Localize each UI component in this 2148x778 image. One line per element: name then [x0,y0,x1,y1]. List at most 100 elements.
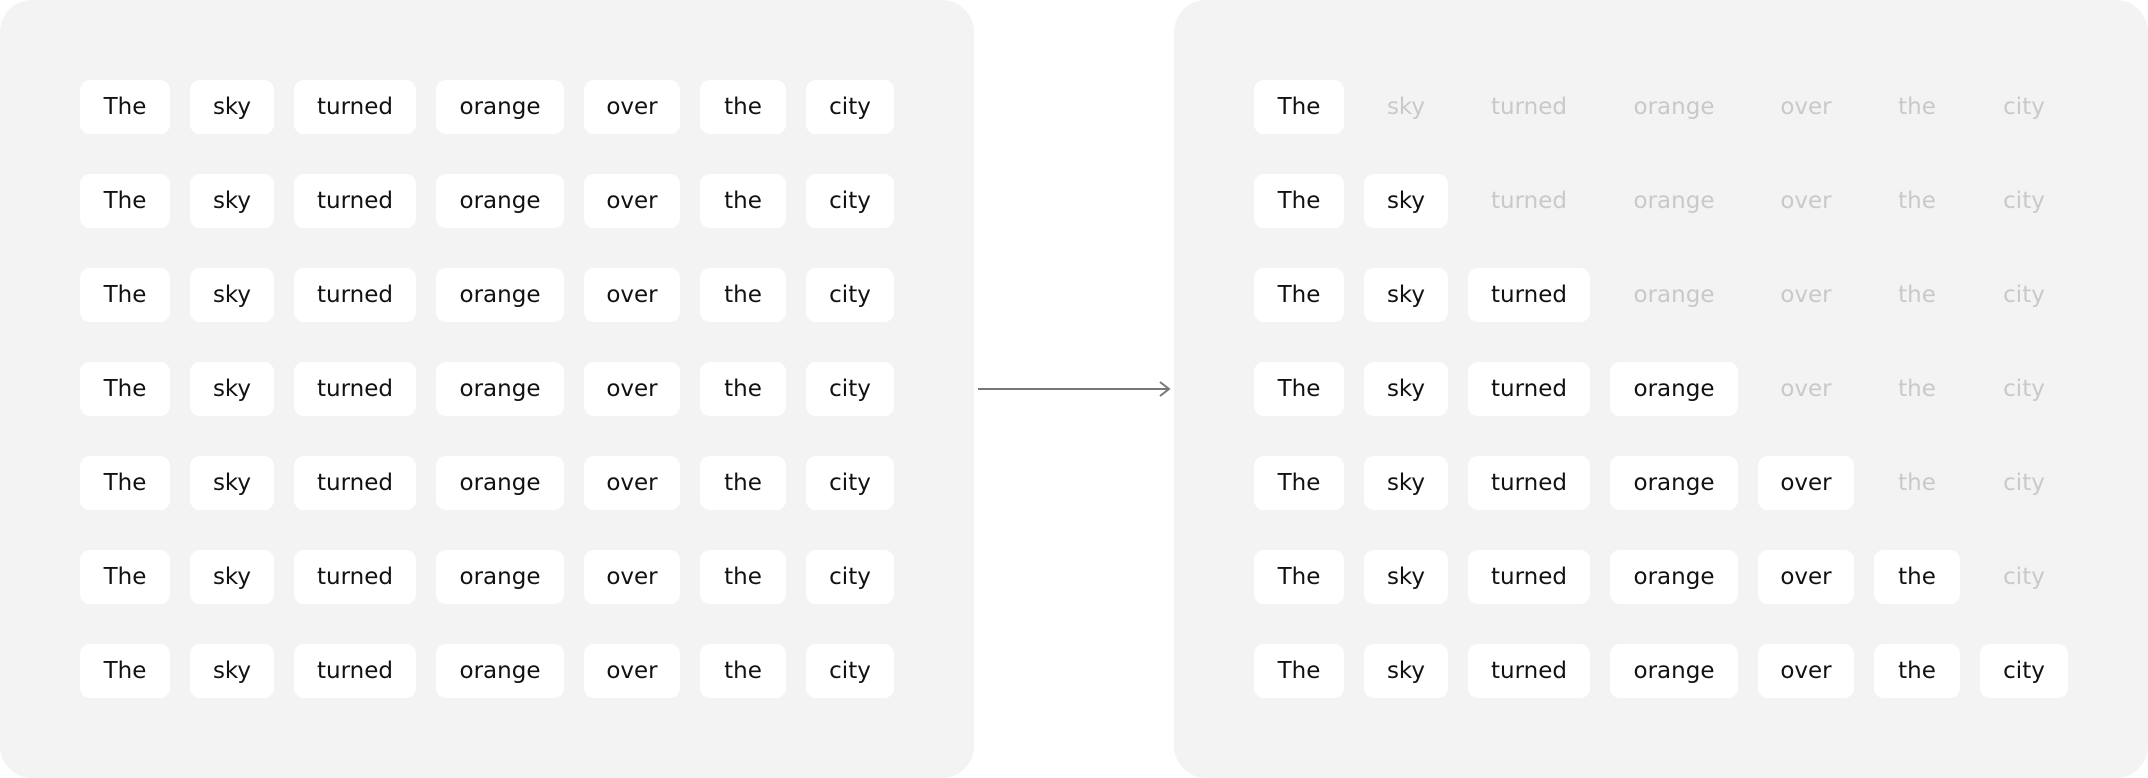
word-token: sky [1364,644,1448,698]
masked-word-token: city [2003,282,2045,308]
word-token: sky [190,80,274,134]
arrow-right-icon [978,381,1171,397]
masked-word-token: city [2003,564,2045,590]
word-token: The [1254,80,1344,134]
word-token: the [700,456,786,510]
word-token: over [584,80,680,134]
word-token: The [80,268,170,322]
word-token: turned [294,456,416,510]
word-token: over [584,174,680,228]
word-token: over [1758,456,1854,510]
word-token: turned [294,362,416,416]
word-token: over [584,644,680,698]
word-token: turned [1468,362,1590,416]
word-token: city [806,362,894,416]
word-token: the [700,268,786,322]
word-token: sky [1364,174,1448,228]
word-token: the [700,174,786,228]
masked-word-token: turned [1491,94,1567,120]
word-token: orange [436,456,564,510]
word-token: sky [190,362,274,416]
word-token: The [80,362,170,416]
masked-word-token: the [1898,376,1936,402]
masked-word-token: the [1898,188,1936,214]
masked-word-token: city [2003,94,2045,120]
masked-word-token: over [1780,188,1832,214]
word-token: orange [1610,362,1738,416]
masked-word-token: the [1898,94,1936,120]
masked-word-token: sky [1386,94,1426,120]
masked-word-token: orange [1633,94,1715,120]
word-token: the [1874,550,1960,604]
word-token: orange [436,80,564,134]
word-token: orange [436,362,564,416]
word-token: orange [1610,550,1738,604]
masked-word-token: the [1898,282,1936,308]
word-token: sky [1364,362,1448,416]
causal-attention-row: The sky turned orange over the city [1174,80,2148,134]
word-token: turned [294,80,416,134]
word-token: turned [294,174,416,228]
masked-word-token: over [1780,94,1832,120]
masked-word-token: over [1780,376,1832,402]
word-token: over [584,550,680,604]
word-token: city [806,268,894,322]
word-token: over [584,362,680,416]
word-token: The [1254,456,1344,510]
word-token: sky [190,550,274,604]
word-token: sky [1364,268,1448,322]
word-token: city [806,550,894,604]
word-token: orange [436,268,564,322]
word-token: The [1254,362,1344,416]
masked-word-token: orange [1633,188,1715,214]
word-token: city [1980,644,2068,698]
word-token: The [80,80,170,134]
word-token: sky [1364,456,1448,510]
masked-word-token: orange [1633,282,1715,308]
word-token: orange [436,174,564,228]
word-token: city [806,80,894,134]
word-token: turned [294,550,416,604]
word-token: turned [294,268,416,322]
word-token: sky [190,174,274,228]
masked-word-token: city [2003,188,2045,214]
word-token: The [80,456,170,510]
word-token: the [700,644,786,698]
word-token: over [584,456,680,510]
word-token: over [1758,644,1854,698]
word-token: the [1874,644,1960,698]
word-token: orange [1610,644,1738,698]
word-token: city [806,644,894,698]
word-token: city [806,456,894,510]
word-token: sky [1364,550,1448,604]
word-token: turned [1468,268,1590,322]
word-token: orange [1610,456,1738,510]
word-token: city [806,174,894,228]
word-token: the [700,80,786,134]
masked-word-token: city [2003,470,2045,496]
word-token: sky [190,456,274,510]
word-token: The [1254,550,1344,604]
word-token: over [1758,550,1854,604]
word-token: The [1254,174,1344,228]
masked-word-token: turned [1491,188,1567,214]
word-token: orange [436,644,564,698]
word-token: turned [1468,456,1590,510]
word-token: over [584,268,680,322]
word-token: The [1254,268,1344,322]
word-token: the [700,550,786,604]
